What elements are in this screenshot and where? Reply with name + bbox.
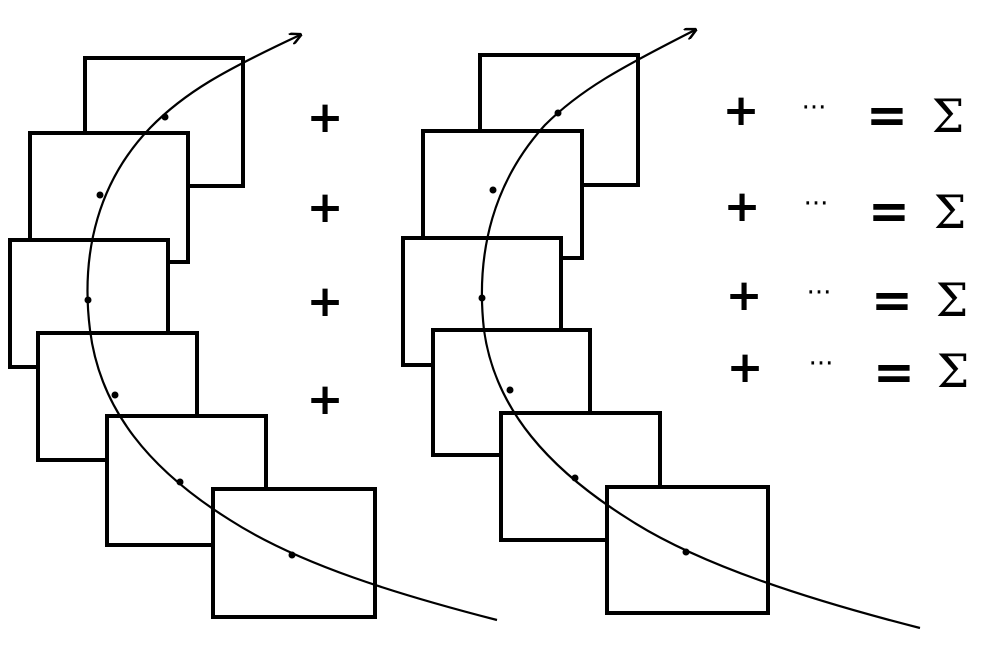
sigma-symbol: Σ: [931, 89, 965, 143]
point: [554, 109, 562, 117]
point: [161, 113, 169, 121]
sigma-symbol: Σ: [935, 273, 969, 327]
plus-operator: +: [722, 85, 760, 136]
point: [682, 548, 690, 556]
equals-sign: =: [866, 86, 908, 144]
point: [571, 474, 579, 482]
plus-operator: +: [726, 342, 764, 393]
sigma-symbol: Σ: [933, 185, 967, 239]
plus-operator: +: [306, 92, 344, 143]
ellipsis: ···: [806, 278, 832, 308]
ellipsis: ···: [801, 93, 827, 123]
point: [176, 478, 184, 486]
sigma-symbol: Σ: [936, 344, 970, 398]
point: [506, 386, 514, 394]
ellipsis: ···: [803, 189, 829, 219]
point: [478, 294, 486, 302]
equals-sign: =: [873, 343, 915, 401]
ellipsis: ···: [808, 349, 834, 379]
plus-operator: +: [725, 270, 763, 321]
plus-operator: +: [306, 374, 344, 425]
plus-operator: +: [306, 182, 344, 233]
point: [111, 391, 119, 399]
point: [96, 191, 104, 199]
point: [288, 551, 296, 559]
right-frame-stack: [401, 53, 770, 615]
plus-operator: +: [723, 181, 761, 232]
equals-sign: =: [868, 182, 910, 240]
right-trajectory-arrow: [480, 30, 921, 630]
point: [489, 186, 497, 194]
plus-operator: +: [306, 276, 344, 327]
left-trajectory-points: [84, 113, 296, 559]
right-trajectory-points: [478, 109, 690, 556]
left-trajectory-arrow: [86, 35, 498, 622]
equals-sign: =: [871, 271, 913, 329]
point: [84, 296, 92, 304]
